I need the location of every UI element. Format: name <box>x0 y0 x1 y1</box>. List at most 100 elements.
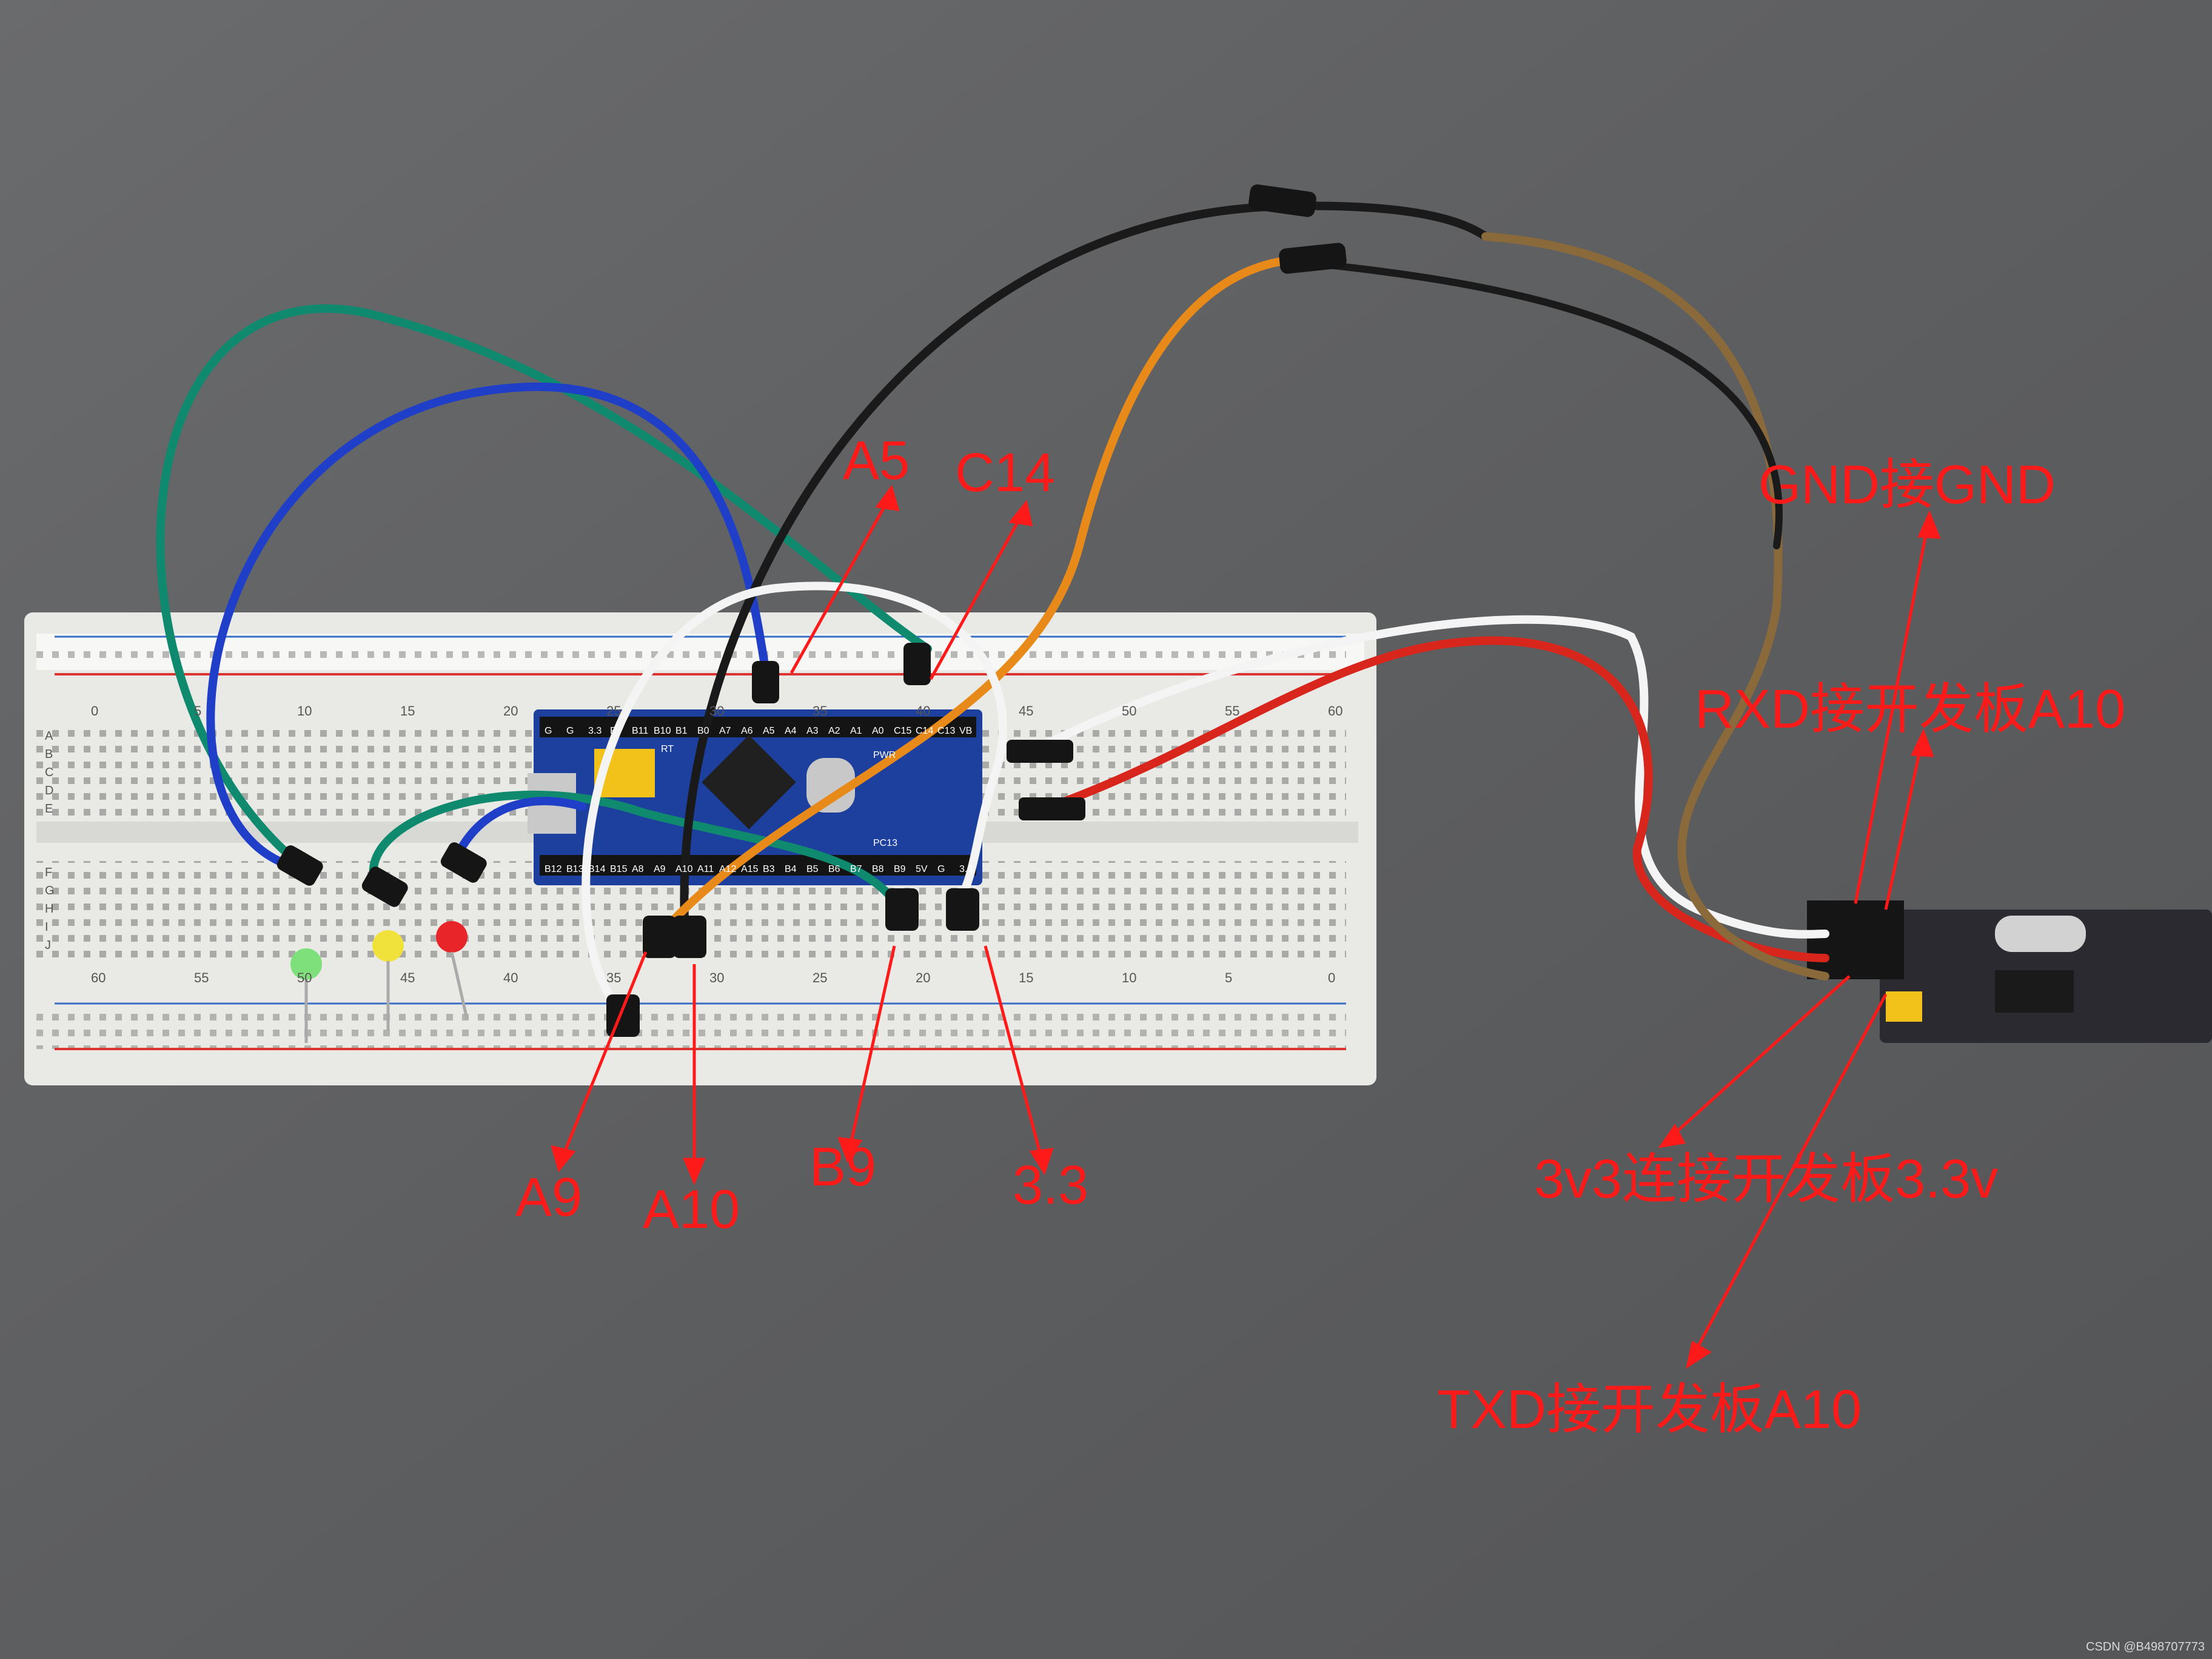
board-pin-label: A10 <box>675 864 693 874</box>
board-pin-label: B5 <box>806 864 819 874</box>
board-pin-label: B1 <box>675 726 688 736</box>
board-pin-label: A2 <box>828 726 840 736</box>
breadboard-column-number: 50 <box>1122 703 1136 719</box>
board-pin-label: C15 <box>894 726 911 736</box>
board-pin-label: B15 <box>610 864 628 874</box>
label-gnd: GND接GND <box>1758 455 2056 515</box>
board-pin-label: A3 <box>806 726 819 736</box>
board-pin-label: A4 <box>785 726 797 736</box>
board-pin-label: B8 <box>872 864 884 874</box>
breadboard-row-letter: F <box>45 866 52 879</box>
breadboard-column-number: 15 <box>1019 970 1033 985</box>
breadboard-column-number: 5 <box>194 703 201 719</box>
breadboard-column-number: 15 <box>400 703 415 719</box>
label-3v3-pin: 3.3 <box>1013 1155 1088 1216</box>
board-pin-label: A6 <box>741 726 753 736</box>
brown-wire <box>1481 232 1829 980</box>
breadboard-row-letter: G <box>45 884 55 897</box>
board-pin-label: B4 <box>785 864 797 874</box>
red-wire <box>1063 636 1829 962</box>
board-pin-label: 5V <box>916 864 928 874</box>
board-pin-label: B10 <box>654 726 671 736</box>
blue-wire <box>206 383 768 865</box>
board-pin-label: A1 <box>850 726 862 736</box>
board-pin-label: B12 <box>545 864 562 874</box>
breadboard-column-number: 0 <box>91 703 98 719</box>
wire-connectors <box>276 184 1347 1037</box>
board-pin-label: B0 <box>697 726 709 736</box>
breadboard-column-number: 0 <box>1328 970 1335 985</box>
board-pin-label: B11 <box>632 726 648 736</box>
breadboard-row-letter: J <box>45 939 51 952</box>
board-pin-label: C13 <box>937 726 955 736</box>
breadboard-column-number: 30 <box>709 970 724 985</box>
breadboard-row-letter: B <box>45 748 53 761</box>
breadboard-column-number: 25 <box>606 703 621 719</box>
breadboard-column-number: 40 <box>916 703 930 719</box>
board-silk-label: PC13 <box>873 838 897 848</box>
orange-wire <box>657 256 1290 938</box>
watermark: CSDN @B498707773 <box>2086 1640 2205 1654</box>
white-wire-ttl <box>1039 615 1829 939</box>
board-pin-label: G <box>545 726 552 736</box>
board-pin-label: B3 <box>763 864 775 874</box>
green-led <box>290 948 322 980</box>
board-pin-label: VB <box>959 726 972 736</box>
annotation-arrows <box>551 484 1941 1369</box>
board-pin-label: B14 <box>588 864 606 874</box>
breadboard-column-number: 55 <box>1225 703 1239 719</box>
label-a10: A10 <box>643 1179 740 1240</box>
black-wire <box>680 201 1490 938</box>
wires <box>156 201 1829 1005</box>
breadboard-column-number: 30 <box>709 703 724 719</box>
board-pin-label: A0 <box>872 726 884 736</box>
breadboard-row-letter: H <box>45 902 53 916</box>
white-wire-board <box>581 581 1007 1005</box>
board-pin-label: 3.3 <box>588 726 602 736</box>
red-led <box>436 921 468 953</box>
board-pin-label: C14 <box>916 726 933 736</box>
board-pin-label: A11 <box>697 864 714 874</box>
breadboard-row-letter: C <box>45 766 53 779</box>
breadboard-column-number: 10 <box>1122 970 1136 985</box>
label-a9: A9 <box>515 1167 582 1228</box>
breadboard-column-number: 35 <box>813 703 827 719</box>
breadboard-column-number: 60 <box>1328 703 1342 719</box>
breadboard-row-letter: A <box>45 729 53 743</box>
yellow-led <box>372 930 404 962</box>
breadboard-column-number: 60 <box>91 970 106 985</box>
label-3v3-connect: 3v3连接开发板3.3v <box>1534 1149 1998 1210</box>
board-pin-label: A9 <box>654 864 666 874</box>
breadboard-column-number: 50 <box>297 970 312 985</box>
label-c14: C14 <box>955 443 1055 503</box>
label-txd: TXD接开发板A10 <box>1437 1379 1862 1440</box>
breadboard-column-number: 5 <box>1225 970 1232 985</box>
breadboard-column-number: 40 <box>503 970 518 985</box>
breadboard-column-number: 25 <box>813 970 827 985</box>
breadboard-column-number: 35 <box>606 970 621 985</box>
breadboard-column-number: 55 <box>194 970 209 985</box>
breadboard-row-letter: I <box>45 920 49 934</box>
usb-ttl-adapter <box>1807 900 2212 1043</box>
leds <box>290 921 469 1043</box>
label-b9: B9 <box>809 1137 876 1198</box>
breadboard-column-number: 10 <box>297 703 312 719</box>
board-pin-label: R <box>610 726 617 736</box>
board-pin-label: A12 <box>719 864 737 874</box>
breadboard-row-letter: E <box>45 802 53 816</box>
green-wire-2 <box>369 791 896 902</box>
board-pin-label: A7 <box>719 726 731 736</box>
board-silk-label: RT <box>661 744 674 754</box>
label-rxd: RXD接开发板A10 <box>1695 679 2125 740</box>
breadboard-column-number: 20 <box>503 703 518 719</box>
breadboard-column-number: 45 <box>400 970 415 985</box>
breadboard-column-number: 20 <box>916 970 930 985</box>
board-pin-label: B13 <box>566 864 584 874</box>
breadboard-row-letter: D <box>45 784 53 797</box>
label-a5: A5 <box>843 431 910 491</box>
board-silk-label: PWR <box>873 750 896 760</box>
board-pin-label: B6 <box>828 864 840 874</box>
board-pin-label: A5 <box>763 726 775 736</box>
